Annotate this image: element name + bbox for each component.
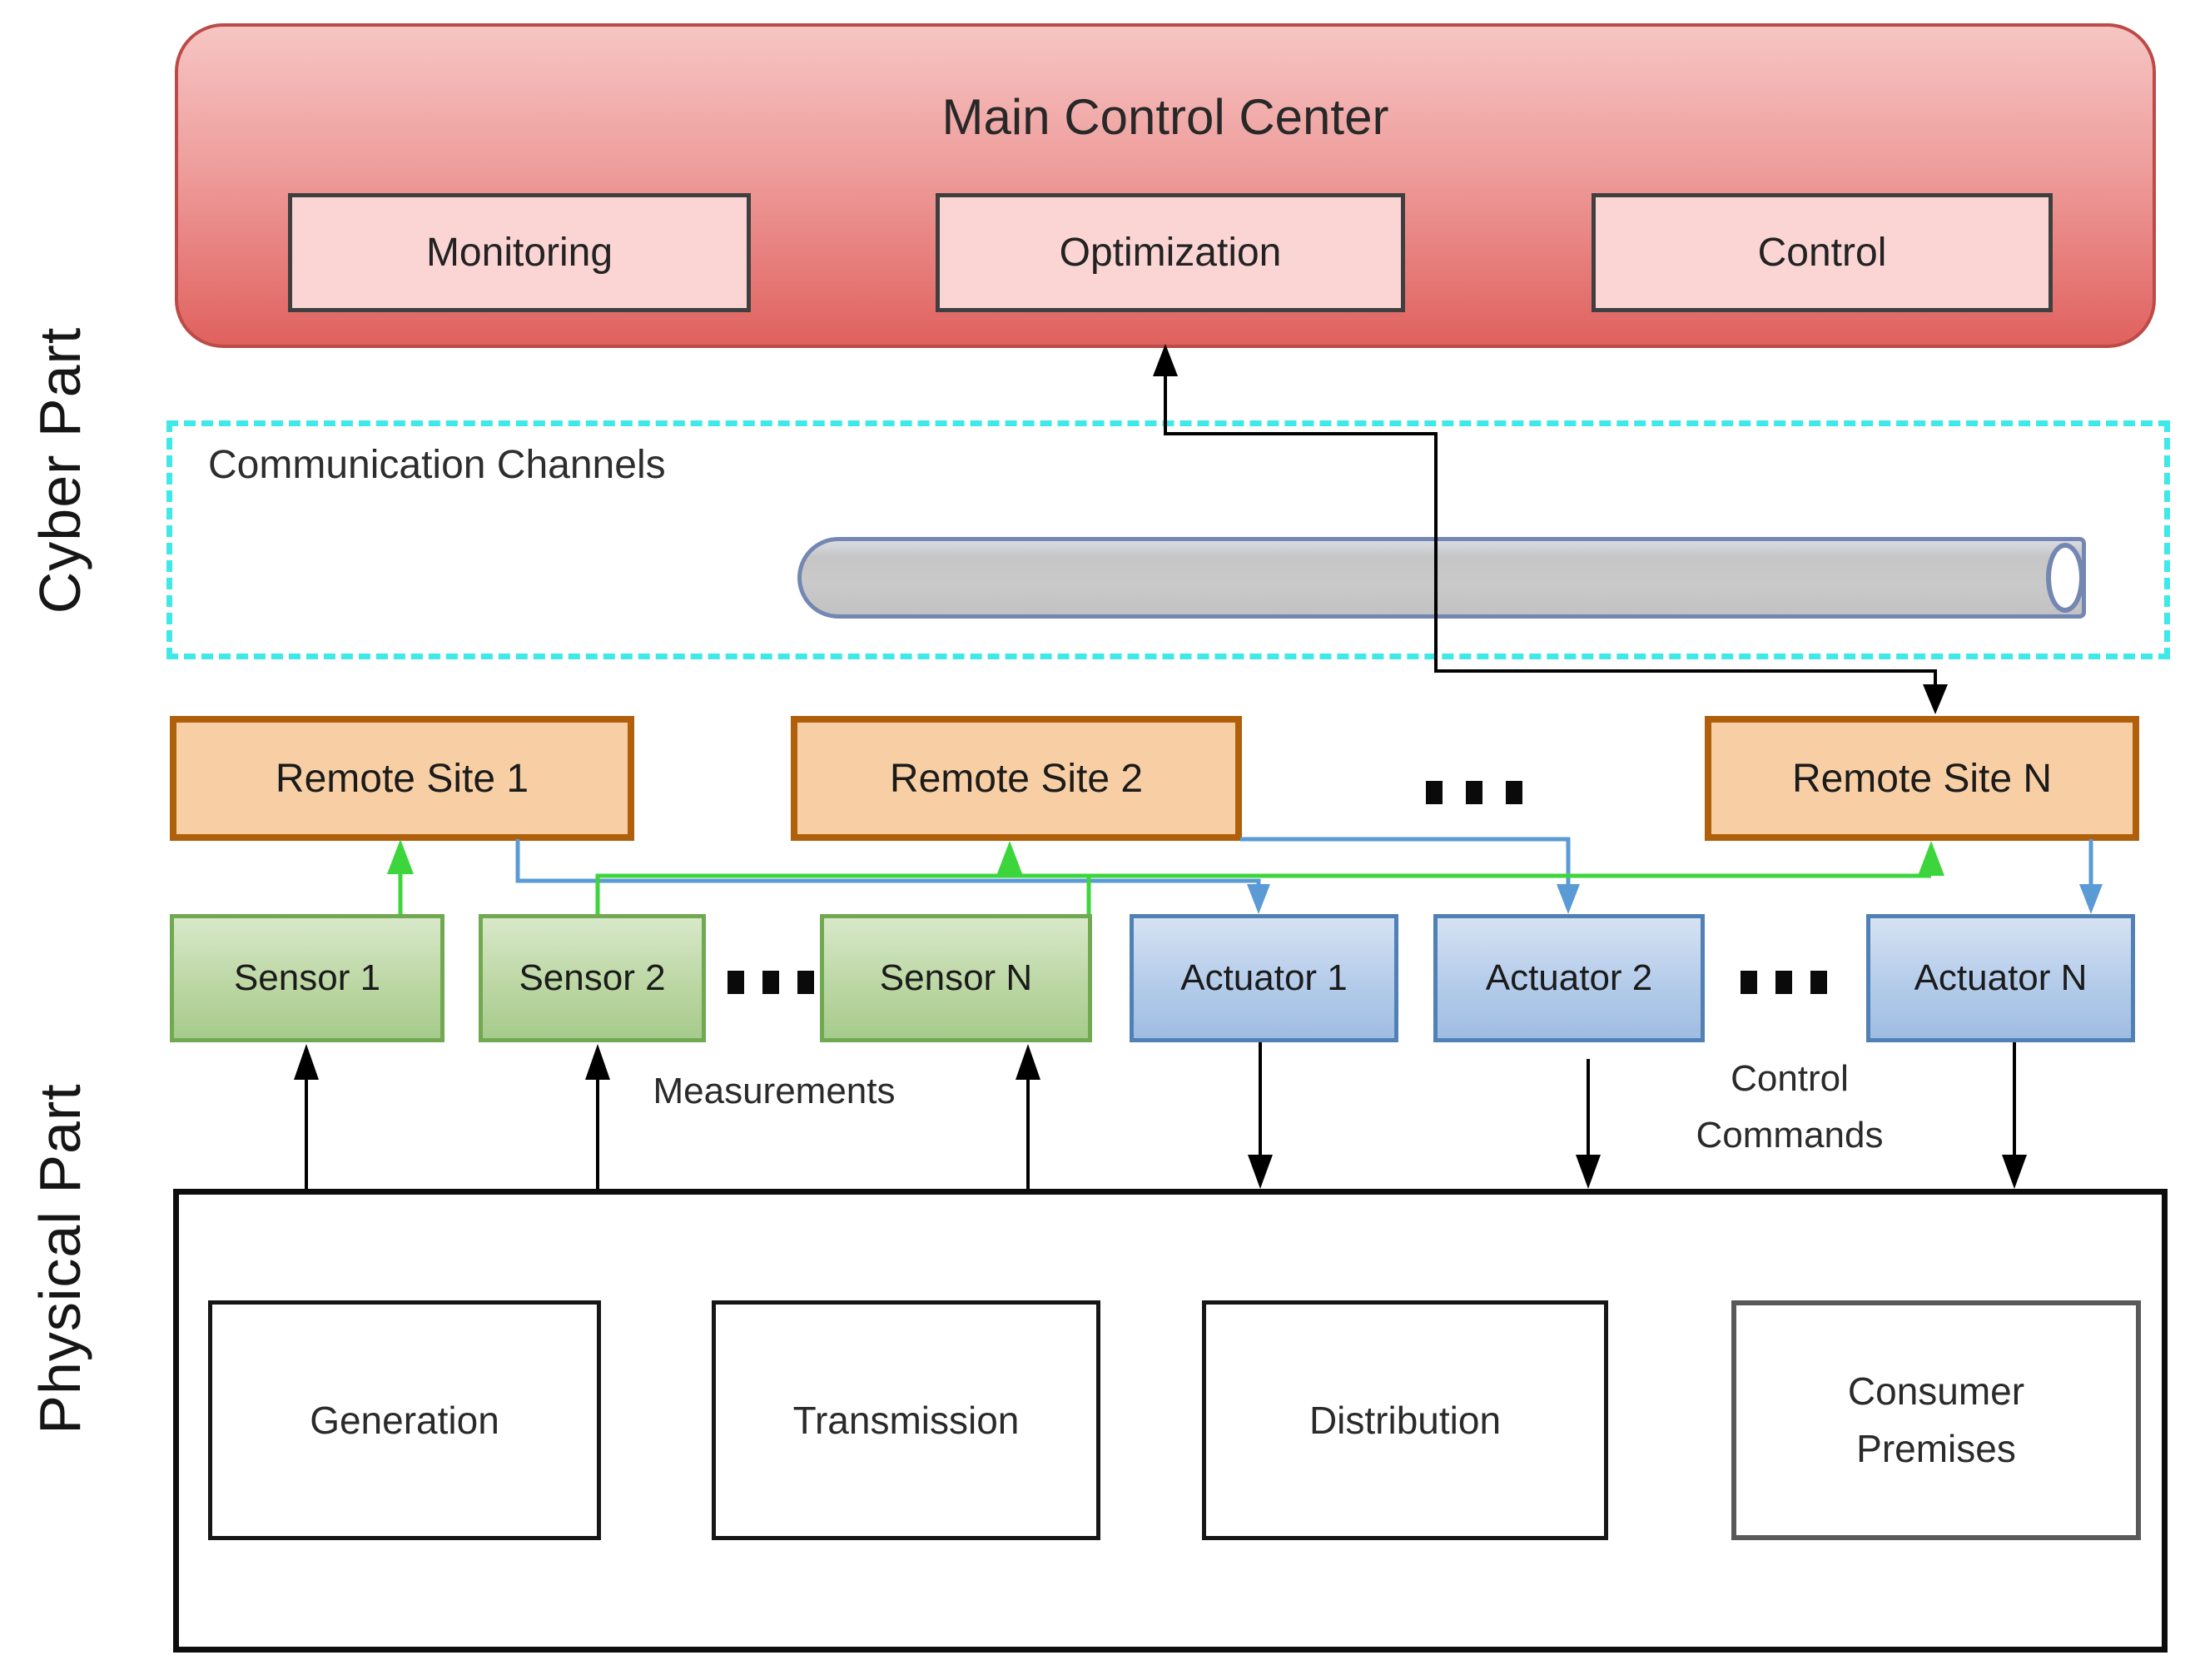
control-commands-label: Control Commands [1623,1051,1956,1164]
subsystem-generation: Generation [208,1300,601,1540]
link-physical-to-sensor1 [294,1044,319,1189]
remote-sites-ellipsis [1426,781,1522,804]
link-remote1-to-actuator1 [515,839,1270,914]
link-actuator1-to-physical [1248,1042,1273,1189]
communication-bus-cylinder [797,537,2086,619]
measurements-label: Measurements [653,1070,896,1111]
remote-site-n: Remote Site N [1705,716,2139,841]
measurement-bus [595,873,1931,914]
link-bus-to-remote2 [996,841,1023,876]
subsystem-consumer-premises: Consumer Premises [1731,1300,2141,1540]
actuator-n: Actuator N [1866,914,2135,1042]
physical-part-text: Physical Part [27,1083,92,1434]
link-actuator2-to-physical [1576,1059,1601,1189]
link-physical-to-sensorN [1016,1044,1040,1189]
sensors-ellipsis [728,971,814,994]
module-monitoring: Monitoring [288,193,751,312]
link-physical-to-sensor2 [585,1044,610,1189]
link-bus-to-remoteN [1918,841,1944,876]
control-commands-line1: Control [1731,1058,1849,1099]
remote-site-2: Remote Site 2 [791,716,1242,841]
control-commands-line2: Commands [1696,1115,1884,1156]
actuators-ellipsis [1741,971,1827,994]
consumer-premises-text: Consumer Premises [1847,1369,2025,1470]
module-optimization: Optimization [936,193,1405,312]
cyber-part-text: Cyber Part [27,326,92,614]
actuator-2: Actuator 2 [1433,914,1705,1042]
communication-channels-label: Communication Channels [208,442,666,487]
main-control-center-title: Main Control Center [941,88,1389,145]
module-control: Control [1592,193,2053,312]
link-remoteN-to-actuatorN [2079,839,2103,914]
link-sensor1-to-remote1 [387,839,414,914]
subsystem-transmission: Transmission [712,1300,1100,1540]
actuator-1: Actuator 1 [1130,914,1398,1042]
sensor-n: Sensor N [820,914,1092,1042]
sensor-2: Sensor 2 [479,914,706,1042]
remote-site-1: Remote Site 1 [170,716,634,841]
sensor-1: Sensor 1 [170,914,444,1042]
link-actuatorN-to-physical [2002,1042,2027,1189]
subsystem-distribution: Distribution [1202,1300,1608,1540]
cylinder-opening [2046,543,2084,613]
link-remote2-to-actuator2 [1240,837,1580,914]
